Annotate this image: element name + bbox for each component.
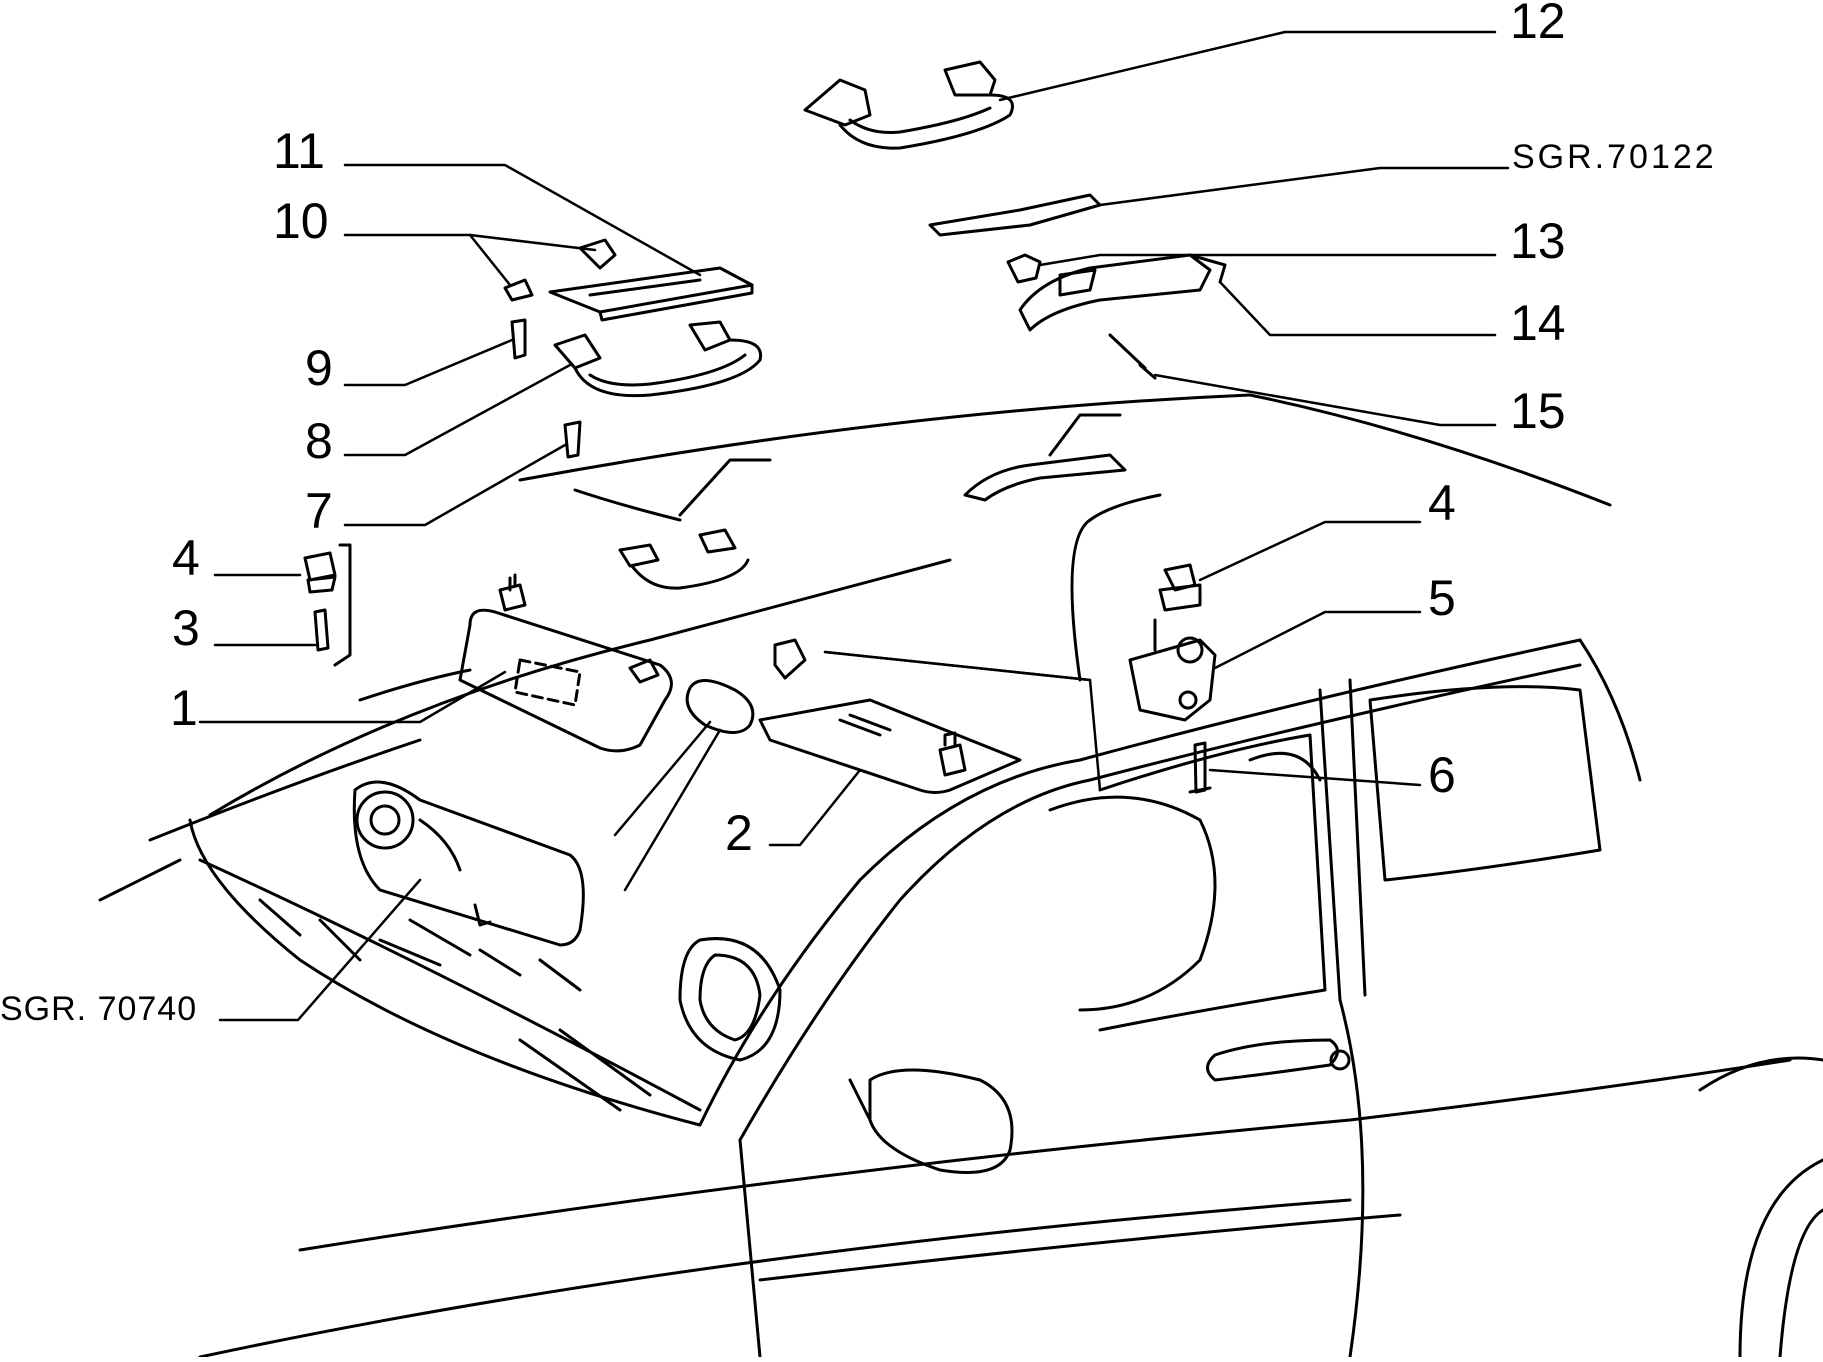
ref-sgr-70740: SGR. 70740 (0, 990, 197, 1028)
callout-5: 5 (1428, 570, 1456, 626)
hinge-bracket-5-drawing (1128, 618, 1217, 722)
nut-13-drawing (1006, 253, 1042, 284)
callout-4-left: 4 (172, 530, 200, 586)
screw-9-drawing (510, 318, 527, 360)
callout-7: 7 (305, 483, 333, 539)
leader-lines (198, 30, 1510, 1022)
cap-4-right-drawing (1158, 563, 1202, 612)
visor-clip-drawing (773, 638, 807, 680)
callout-9: 9 (305, 340, 333, 396)
callout-14: 14 (1510, 295, 1566, 351)
ref-sgr-70122: SGR.70122 (1512, 138, 1717, 176)
screw-3-drawing (313, 608, 330, 652)
callout-4-right: 4 (1428, 475, 1456, 531)
car-body-drawing (98, 393, 1823, 1359)
callout-6: 6 (1428, 747, 1456, 803)
callout-1: 1 (170, 680, 198, 736)
plate-11-drawing (548, 266, 754, 322)
cap-4-left-drawing (303, 551, 337, 594)
plate-70122-drawing (928, 193, 1102, 237)
mounted-handle-left-drawing (618, 528, 750, 590)
callout-12: 12 (1510, 0, 1566, 49)
callout-13: 13 (1510, 213, 1566, 269)
callout-10: 10 (273, 193, 329, 249)
grab-handle-8-drawing (553, 320, 763, 398)
callout-15: 15 (1510, 383, 1566, 439)
callout-11: 11 (273, 123, 325, 179)
mounted-handle-right-drawing (963, 453, 1127, 502)
screw-6-drawing (1188, 741, 1212, 794)
callout-8: 8 (305, 413, 333, 469)
callout-labels: 12 SGR.70122 13 14 15 11 10 9 8 7 4 3 1 … (0, 0, 1717, 1028)
callout-2: 2 (725, 805, 753, 861)
clip-10a-drawing (578, 238, 617, 270)
screw-15-drawing (1108, 333, 1157, 380)
sun-visor-left-drawing (458, 573, 673, 753)
callout-3: 3 (172, 600, 200, 656)
clip-10b-drawing (503, 278, 534, 302)
grab-handle-12-drawing (803, 60, 1014, 150)
mirror-lens-drawing (685, 679, 755, 734)
rear-view-mirror-drawing (352, 780, 585, 947)
sun-visor-right-drawing (758, 698, 1022, 794)
handle-14-drawing (1018, 253, 1227, 332)
screw-7-drawing (563, 420, 582, 459)
